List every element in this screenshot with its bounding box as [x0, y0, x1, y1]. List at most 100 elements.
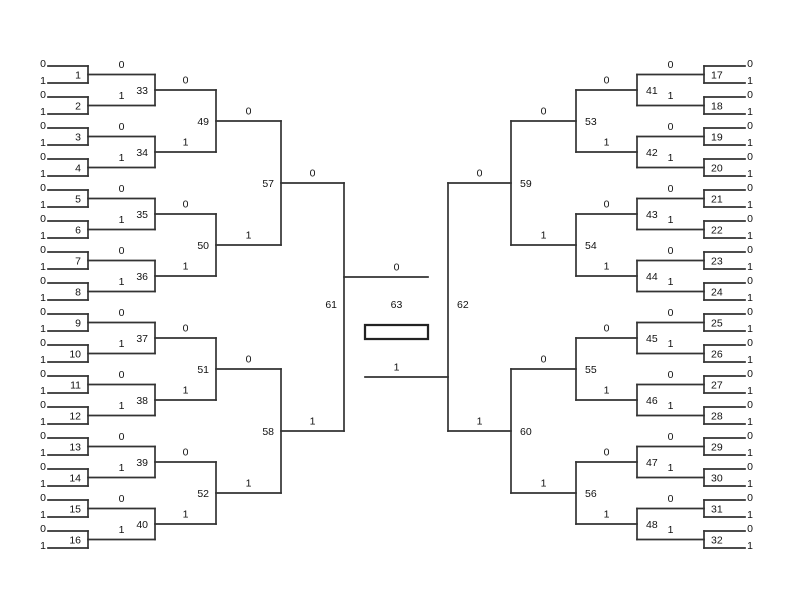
match-19-number-label: 19 — [711, 132, 723, 144]
match-11-top-leaf-label: 0 — [40, 368, 46, 380]
match-16-number-label: 16 — [69, 535, 81, 547]
match-22-number-label: 22 — [711, 225, 723, 237]
match-4-number-label: 4 — [75, 163, 81, 175]
final-bottom-edge-label: 1 — [394, 362, 400, 374]
match-8-top-leaf-label: 0 — [40, 275, 46, 287]
match-40-number-label: 40 — [136, 519, 148, 531]
match-19-output-edge-label: 0 — [668, 121, 674, 133]
match-45-output-edge-label: 0 — [604, 323, 610, 335]
match-8-output-edge-label: 1 — [119, 276, 125, 288]
match-15-output-edge-label: 0 — [119, 493, 125, 505]
match-28-output-edge-label: 1 — [668, 400, 674, 412]
match-4-output-edge-label: 1 — [119, 152, 125, 164]
match-53-number-label: 53 — [585, 116, 597, 128]
match-5-top-leaf-label: 0 — [40, 182, 46, 194]
match-38-output-edge-label: 1 — [183, 385, 189, 397]
match-52-output-edge-label: 1 — [246, 478, 252, 490]
match-49-output-edge-label: 0 — [246, 106, 252, 118]
match-16-bottom-leaf-label: 1 — [40, 540, 46, 552]
match-11-bottom-leaf-label: 1 — [40, 385, 46, 397]
winner-slot-box — [363, 323, 430, 341]
match-2-output-edge-label: 1 — [119, 90, 125, 102]
match-20-number-label: 20 — [711, 163, 723, 175]
final-match-number-label: 63 — [391, 299, 403, 311]
match-29-number-label: 29 — [711, 442, 723, 454]
match-13-top-leaf-label: 0 — [40, 430, 46, 442]
match-54-output-edge-label: 1 — [541, 230, 547, 242]
match-23-number-label: 23 — [711, 256, 723, 268]
match-44-output-edge-label: 1 — [604, 261, 610, 273]
match-56-number-label: 56 — [585, 488, 597, 500]
match-10-top-leaf-label: 0 — [40, 337, 46, 349]
match-5-number-label: 5 — [75, 194, 81, 206]
match-33-number-label: 33 — [136, 85, 148, 97]
match-51-output-edge-label: 0 — [246, 354, 252, 366]
match-1-number-label: 1 — [75, 70, 81, 82]
match-18-output-edge-label: 1 — [668, 90, 674, 102]
match-60-output-edge-label: 1 — [477, 416, 483, 428]
match-25-output-edge-label: 0 — [668, 307, 674, 319]
match-37-number-label: 37 — [136, 333, 148, 345]
match-6-number-label: 6 — [75, 225, 81, 237]
match-27-output-edge-label: 0 — [668, 369, 674, 381]
match-45-number-label: 45 — [646, 333, 658, 345]
match-1-bottom-leaf-label: 1 — [40, 75, 46, 87]
match-32-output-edge-label: 1 — [668, 524, 674, 536]
match-22-output-edge-label: 1 — [668, 214, 674, 226]
match-32-top-leaf-label: 0 — [747, 523, 753, 535]
match-58-number-label: 58 — [262, 426, 274, 438]
match-2-top-leaf-label: 0 — [40, 89, 46, 101]
match-47-number-label: 47 — [646, 457, 658, 469]
match-5-output-edge-label: 0 — [119, 183, 125, 195]
match-52-number-label: 52 — [197, 488, 209, 500]
match-17-bottom-leaf-label: 1 — [747, 75, 753, 87]
match-31-bottom-leaf-label: 1 — [747, 509, 753, 521]
match-12-number-label: 12 — [69, 411, 81, 423]
match-59-number-label: 59 — [520, 178, 532, 190]
match-21-top-leaf-label: 0 — [747, 182, 753, 194]
match-58-output-edge-label: 1 — [310, 416, 316, 428]
match-13-bottom-leaf-label: 1 — [40, 447, 46, 459]
match-30-number-label: 30 — [711, 473, 723, 485]
match-4-top-leaf-label: 0 — [40, 151, 46, 163]
match-30-top-leaf-label: 0 — [747, 461, 753, 473]
match-41-number-label: 41 — [646, 85, 658, 97]
match-22-bottom-leaf-label: 1 — [747, 230, 753, 242]
match-32-bottom-leaf-label: 1 — [747, 540, 753, 552]
match-27-bottom-leaf-label: 1 — [747, 385, 753, 397]
match-14-top-leaf-label: 0 — [40, 461, 46, 473]
match-6-bottom-leaf-label: 1 — [40, 230, 46, 242]
match-19-top-leaf-label: 0 — [747, 120, 753, 132]
match-57-output-edge-label: 0 — [310, 168, 316, 180]
match-34-number-label: 34 — [136, 147, 148, 159]
match-12-top-leaf-label: 0 — [40, 399, 46, 411]
match-27-number-label: 27 — [711, 380, 723, 392]
match-31-output-edge-label: 0 — [668, 493, 674, 505]
match-7-bottom-leaf-label: 1 — [40, 261, 46, 273]
final-top-edge-label: 0 — [394, 262, 400, 274]
match-47-output-edge-label: 0 — [604, 447, 610, 459]
match-9-top-leaf-label: 0 — [40, 306, 46, 318]
match-59-output-edge-label: 0 — [477, 168, 483, 180]
match-37-output-edge-label: 0 — [183, 323, 189, 335]
match-17-number-label: 17 — [711, 70, 723, 82]
match-25-number-label: 25 — [711, 318, 723, 330]
match-31-top-leaf-label: 0 — [747, 492, 753, 504]
match-17-output-edge-label: 0 — [668, 59, 674, 71]
match-20-output-edge-label: 1 — [668, 152, 674, 164]
match-23-output-edge-label: 0 — [668, 245, 674, 257]
match-44-number-label: 44 — [646, 271, 658, 283]
match-17-top-leaf-label: 0 — [747, 58, 753, 70]
match-21-output-edge-label: 0 — [668, 183, 674, 195]
match-48-number-label: 48 — [646, 519, 658, 531]
match-2-bottom-leaf-label: 1 — [40, 106, 46, 118]
match-3-top-leaf-label: 0 — [40, 120, 46, 132]
match-60-number-label: 60 — [520, 426, 532, 438]
match-51-number-label: 51 — [197, 364, 209, 376]
match-28-number-label: 28 — [711, 411, 723, 423]
match-10-bottom-leaf-label: 1 — [40, 354, 46, 366]
match-46-number-label: 46 — [646, 395, 658, 407]
match-29-top-leaf-label: 0 — [747, 430, 753, 442]
match-3-number-label: 3 — [75, 132, 81, 144]
